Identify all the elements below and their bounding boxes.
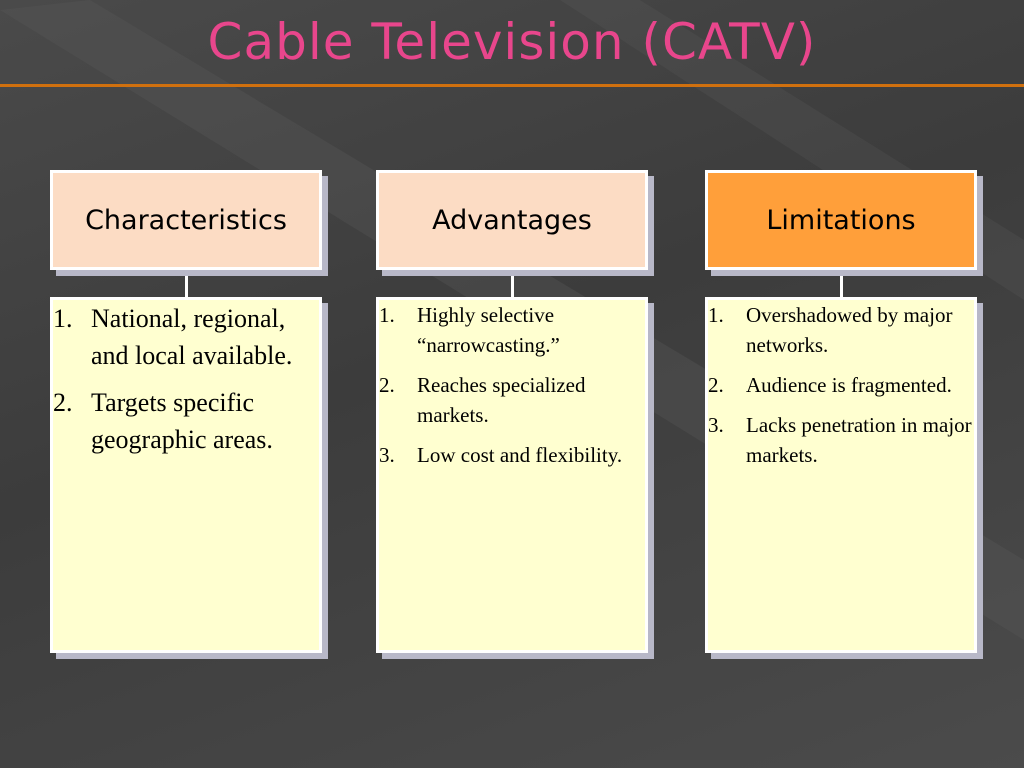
list-item: 2. Targets specific geographic areas. [53,384,319,458]
item-text: Highly selective “narrowcasting.” [417,303,560,357]
column-advantages: Advantages 1. Highly selective “narrowca… [376,170,656,653]
header-advantages: Advantages [376,170,648,270]
list-item: 3. Low cost and flexibility. [379,440,645,470]
connector-line [840,276,843,298]
body-advantages: 1. Highly selective “narrowcasting.” 2. … [376,297,648,653]
item-text: Targets specific geographic areas. [91,388,273,454]
item-text: Reaches specialized markets. [417,373,586,427]
item-text: National, regional, and local available. [91,304,293,370]
limitations-list: 1. Overshadowed by major networks. 2. Au… [708,300,974,470]
list-item: 2. Reaches specialized markets. [379,370,645,430]
column-limitations: Limitations 1. Overshadowed by major net… [705,170,985,653]
list-item: 2. Audience is fragmented. [708,370,974,400]
header-label: Characteristics [85,204,287,236]
item-number: 1. [708,303,724,327]
page-title: Cable Television (CATV) [207,13,817,71]
item-number: 2. [53,388,73,417]
header-characteristics: Characteristics [50,170,322,270]
title-underline [0,84,1024,87]
connector-line [185,276,188,298]
item-text: Overshadowed by major networks. [746,303,953,357]
list-item: 1. Overshadowed by major networks. [708,300,974,360]
item-text: Audience is fragmented. [746,373,952,397]
connector-line [511,276,514,298]
advantages-list: 1. Highly selective “narrowcasting.” 2. … [379,300,645,470]
item-number: 1. [379,303,395,327]
column-characteristics: Characteristics 1. National, regional, a… [50,170,330,653]
item-text: Low cost and flexibility. [417,443,623,467]
list-item: 1. National, regional, and local availab… [53,300,319,374]
header-label: Limitations [766,204,916,236]
item-number: 2. [708,373,724,397]
characteristics-list: 1. National, regional, and local availab… [53,300,319,458]
item-text: Lacks penetration in major markets. [746,413,972,467]
item-number: 1. [53,304,73,333]
item-number: 2. [379,373,395,397]
header-limitations: Limitations [705,170,977,270]
item-number: 3. [379,443,395,467]
item-number: 3. [708,413,724,437]
list-item: 3. Lacks penetration in major markets. [708,410,974,470]
body-limitations: 1. Overshadowed by major networks. 2. Au… [705,297,977,653]
header-label: Advantages [432,204,592,236]
list-item: 1. Highly selective “narrowcasting.” [379,300,645,360]
body-characteristics: 1. National, regional, and local availab… [50,297,322,653]
